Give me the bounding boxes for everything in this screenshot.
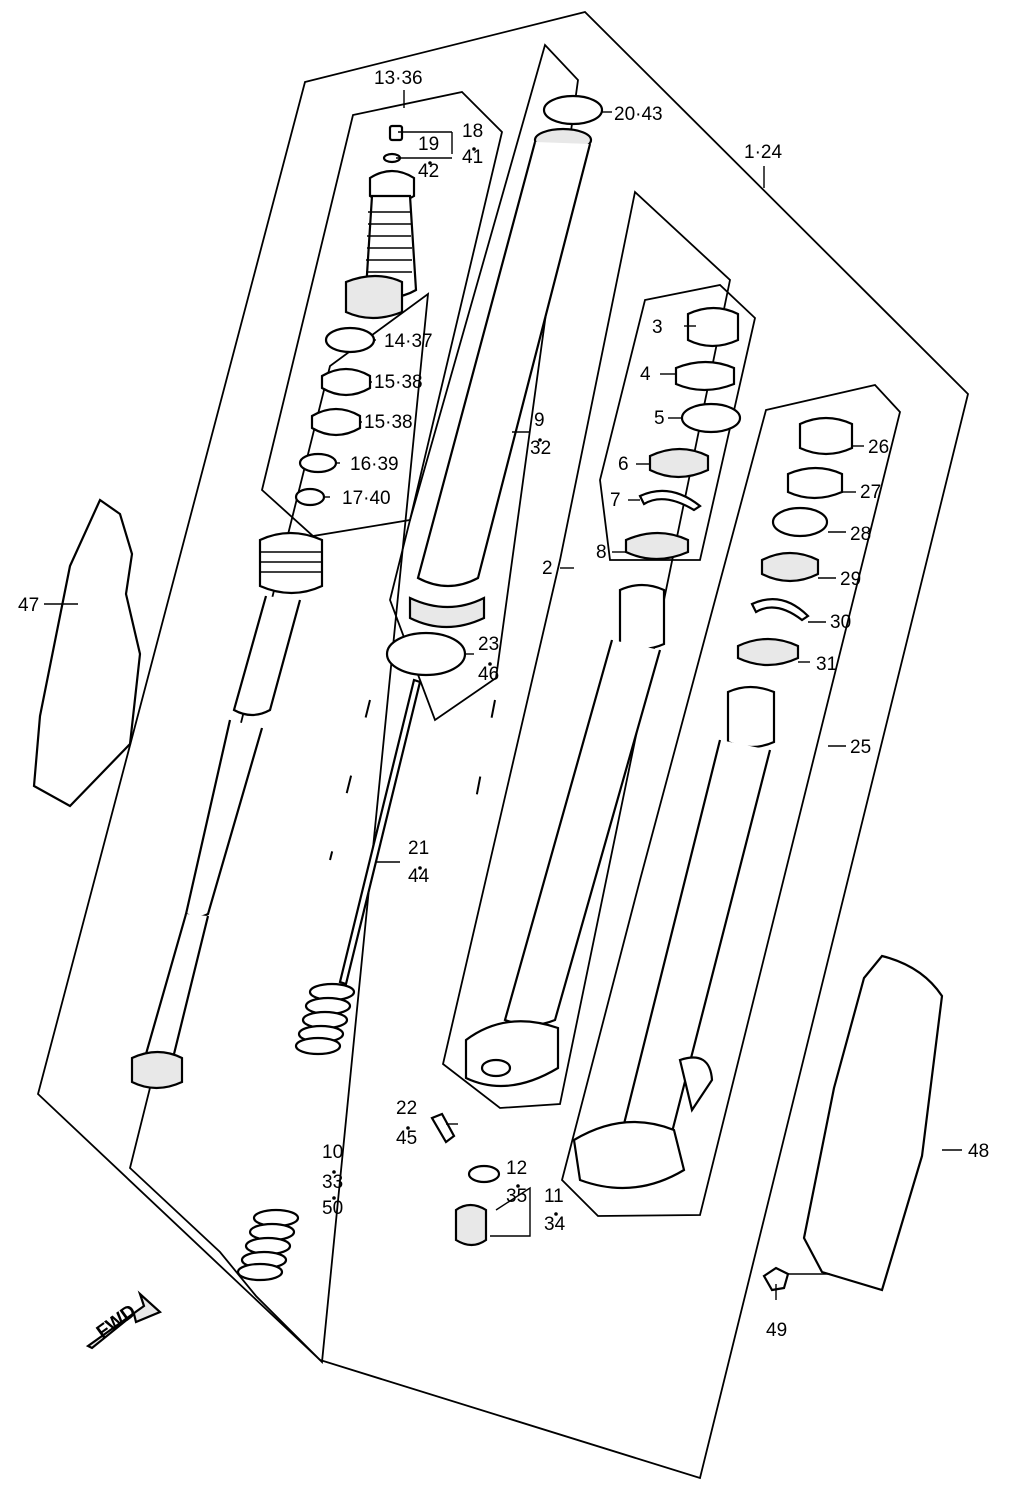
outer-tube-25	[572, 685, 776, 1190]
ring-14	[324, 326, 376, 354]
callout-3: 3	[652, 317, 663, 338]
ring-16	[298, 452, 338, 474]
callout-9: 9	[534, 410, 545, 431]
callout-13-36: 13·36	[374, 68, 423, 89]
leader-lines	[44, 90, 962, 1300]
kit-outline-9-32	[389, 43, 579, 722]
callout-26: 26	[868, 437, 889, 458]
callout-21: 21	[408, 838, 429, 859]
outer-tube-2	[464, 583, 666, 1088]
stopper-ring-7	[638, 489, 702, 512]
callout-46: 46	[478, 664, 499, 685]
callout-32: 32	[530, 438, 551, 459]
callout-16-39: 16·39	[350, 454, 399, 475]
bushing-27	[786, 466, 844, 500]
cartridge-cylinder	[130, 531, 324, 1090]
fork-guard-47	[32, 498, 142, 808]
inner-tube-9	[408, 127, 593, 628]
callouts: 13·36 18 19 41 42 14·37 15·38 15·38 16·3…	[18, 68, 989, 1341]
dust-seal-31	[736, 637, 800, 667]
callout-7: 7	[610, 490, 621, 511]
callout-6: 6	[618, 454, 629, 475]
callout-48: 48	[968, 1141, 989, 1162]
callout-45: 45	[396, 1128, 417, 1149]
bushing-15b	[310, 407, 362, 437]
dash-line-2	[469, 699, 496, 831]
callout-18: 18	[462, 121, 483, 142]
fork-guard-48	[802, 954, 944, 1292]
callout-22: 22	[396, 1098, 417, 1119]
oil-seal-29	[760, 551, 820, 583]
spring-lower-10	[236, 1208, 300, 1282]
callout-2: 2	[542, 558, 553, 579]
callout-49: 49	[766, 1320, 787, 1341]
kit-outline-2	[441, 190, 731, 1109]
callout-44: 44	[408, 866, 430, 887]
ring-20	[542, 94, 604, 126]
bushing-26	[798, 416, 854, 456]
fwd-text: FWD	[93, 1301, 140, 1343]
bolt-49	[762, 1266, 790, 1292]
plug-11	[454, 1203, 488, 1247]
callout-19: 19	[418, 134, 439, 155]
dash-line-1	[329, 699, 371, 861]
callout-29: 29	[840, 569, 861, 590]
oil-seal-6	[648, 447, 710, 479]
callout-10: 10	[322, 1142, 343, 1163]
callout-15-38b: 15·38	[364, 412, 413, 433]
callout-4: 4	[640, 364, 651, 385]
bushing-15a	[320, 367, 372, 397]
kit-outline-3-8	[599, 284, 756, 561]
callout-31: 31	[816, 654, 837, 675]
bushing-4	[674, 360, 736, 392]
callout-27: 27	[860, 482, 881, 503]
callout-30: 30	[830, 612, 851, 633]
washer-28	[771, 506, 829, 538]
dot-separators	[332, 147, 558, 1216]
callout-8: 8	[596, 542, 607, 563]
callout-1-24: 1·24	[744, 142, 782, 163]
kit-outline-25	[560, 384, 901, 1217]
callout-28: 28	[850, 524, 871, 545]
oring-12	[467, 1164, 501, 1184]
callout-5: 5	[654, 408, 665, 429]
callout-11: 11	[544, 1186, 564, 1207]
dust-seal-8	[624, 531, 690, 561]
callout-12: 12	[506, 1158, 527, 1179]
cartridge-head	[344, 124, 418, 320]
callout-23: 23	[478, 634, 499, 655]
stopper-ring-30	[750, 598, 810, 622]
oring-23	[385, 631, 467, 677]
kit-outline-cartridge	[128, 292, 430, 1364]
washer-5	[680, 402, 742, 434]
ring-17	[294, 487, 326, 507]
callout-41: 41	[462, 147, 483, 168]
callout-35: 35	[506, 1186, 527, 1207]
callout-42: 42	[418, 161, 439, 182]
callout-20-43: 20·43	[614, 104, 663, 125]
callout-17-40: 17·40	[342, 488, 391, 509]
bushing-3	[686, 306, 740, 348]
callout-14-37: 14·37	[384, 331, 433, 352]
callout-34: 34	[544, 1214, 566, 1235]
bolt-22	[430, 1112, 456, 1144]
rod-21	[338, 678, 422, 986]
callout-47: 47	[18, 595, 39, 616]
callout-15-38a: 15·38	[374, 372, 423, 393]
callout-33: 33	[322, 1172, 343, 1193]
fwd-arrow: FWD	[85, 1290, 163, 1350]
spring-upper	[294, 982, 356, 1056]
callout-25: 25	[850, 737, 871, 758]
callout-50: 50	[322, 1198, 343, 1219]
